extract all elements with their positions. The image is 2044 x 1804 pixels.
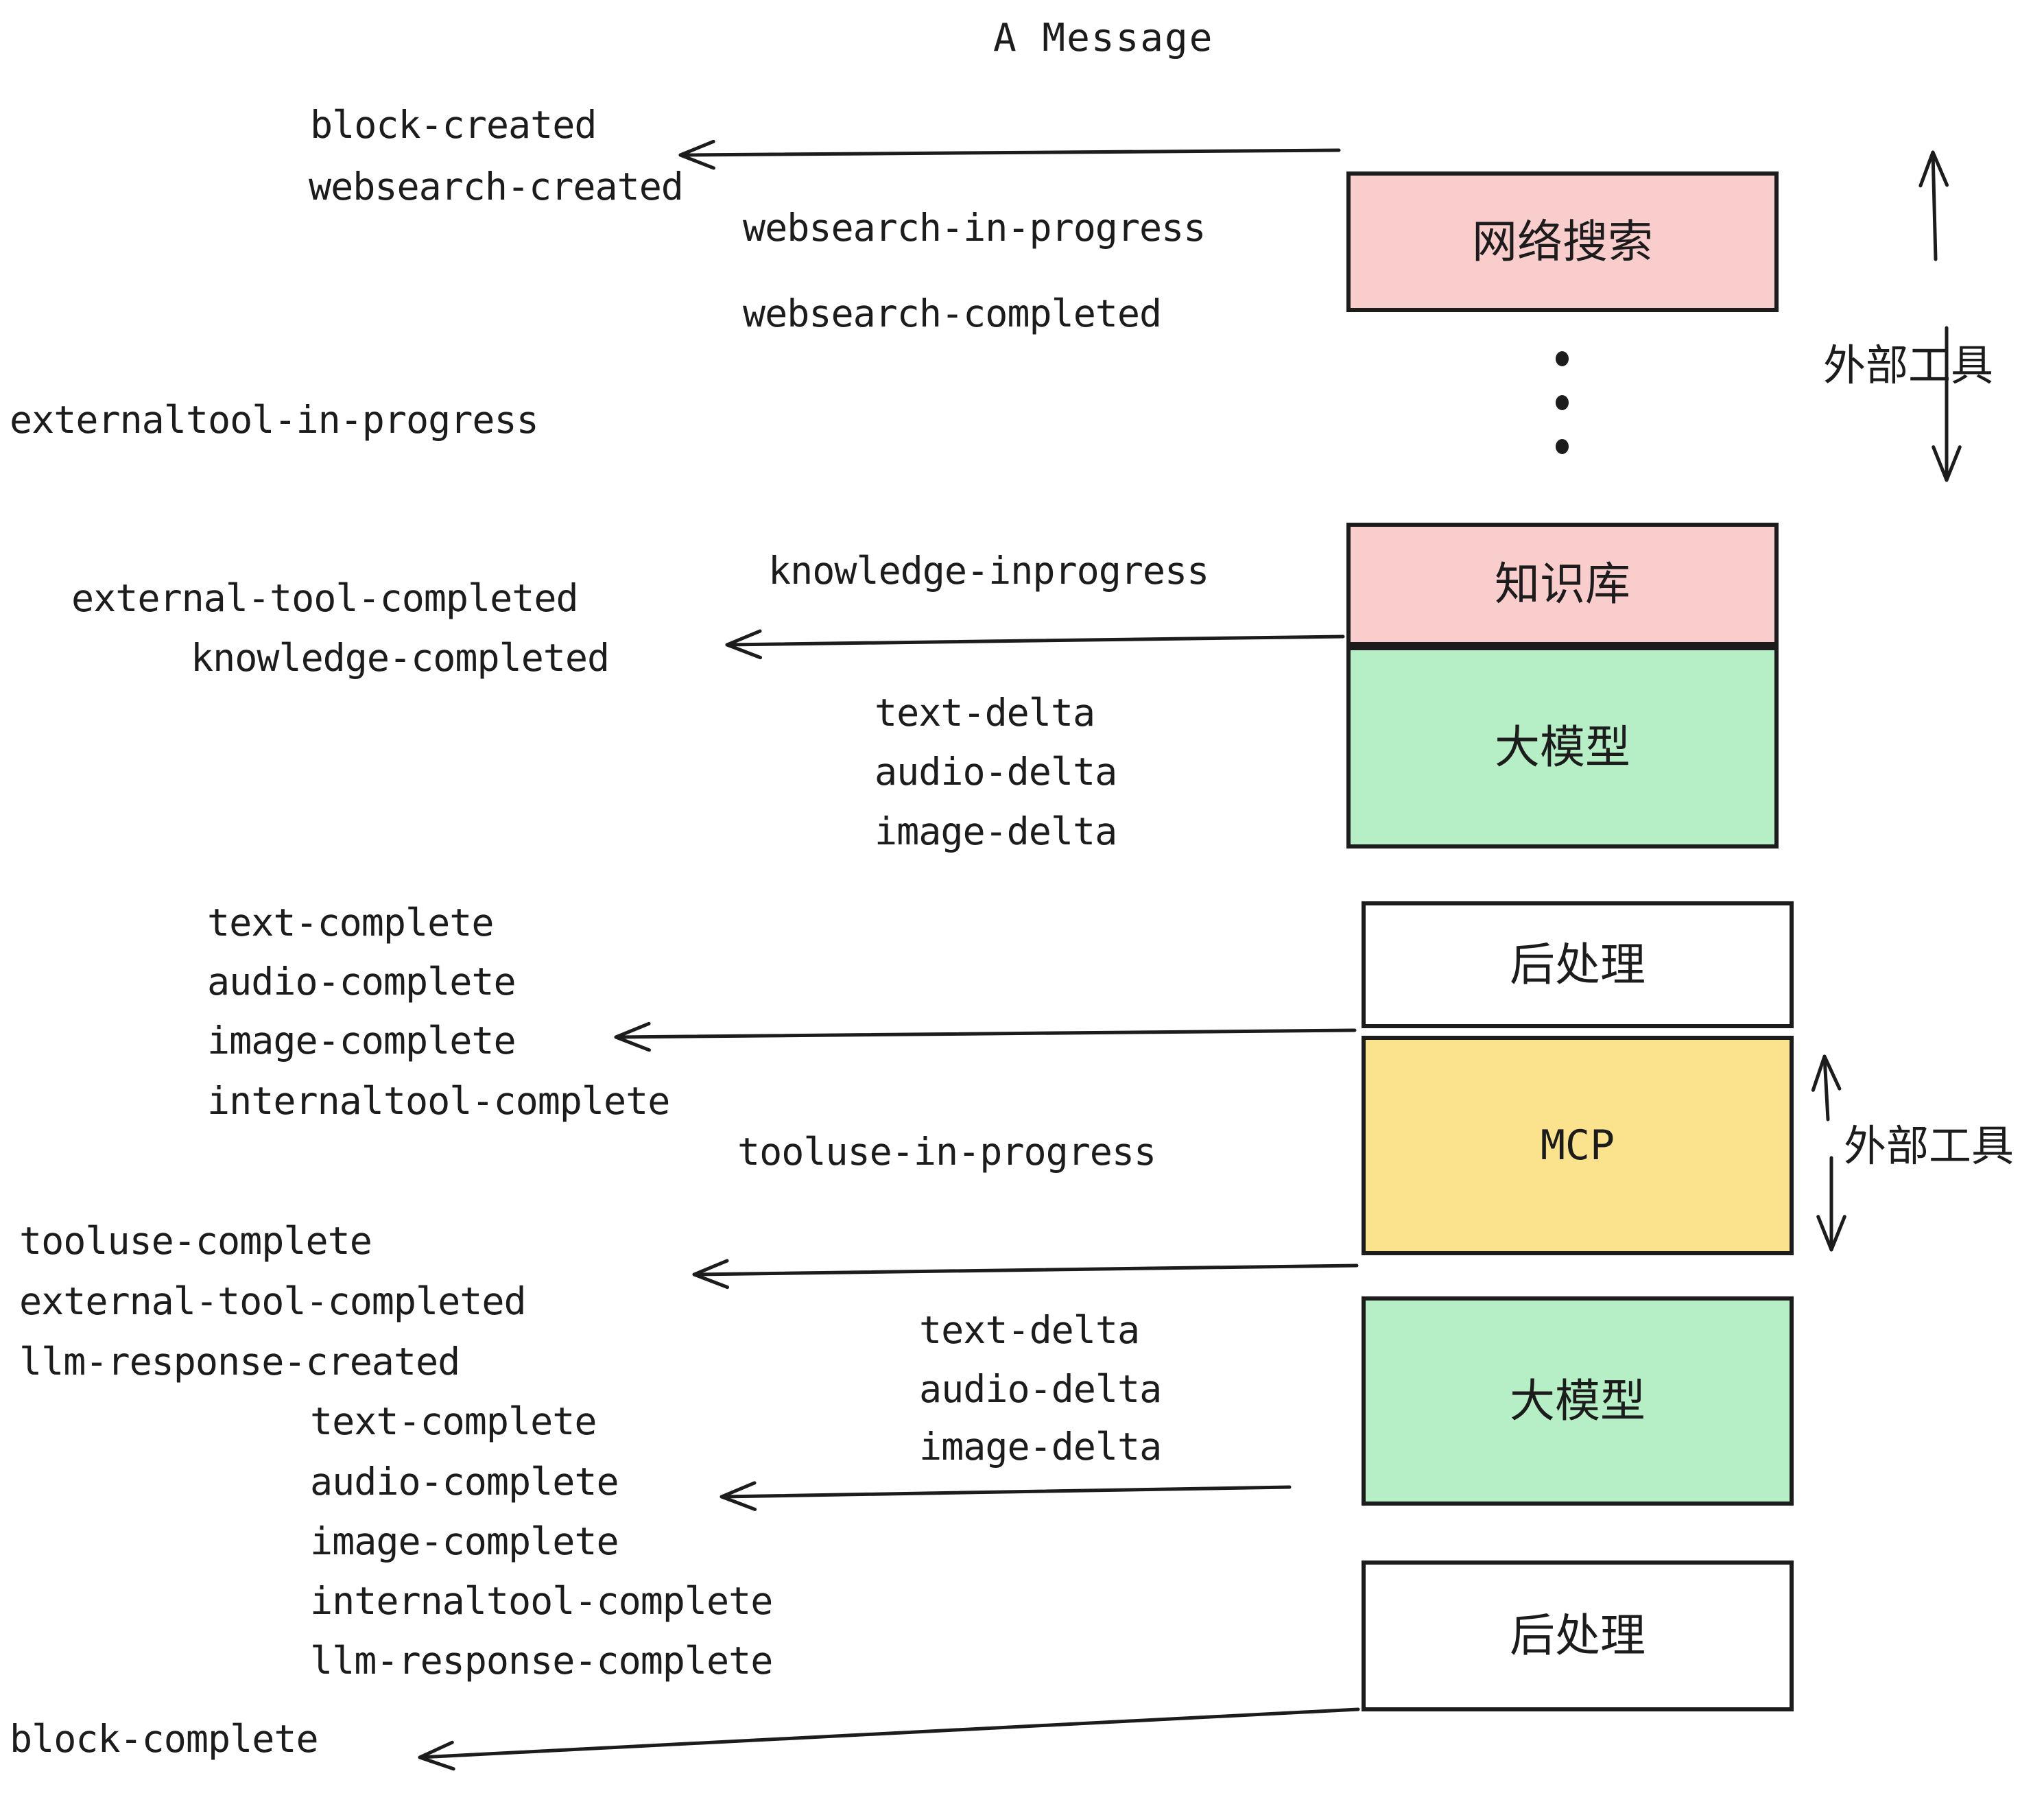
arrowhead-icon bbox=[1811, 1054, 1842, 1092]
process-box-label: 网络搜索 bbox=[1472, 215, 1653, 268]
arrow-block-complete bbox=[418, 1707, 1360, 1771]
process-box-mcp: MCP bbox=[1362, 1036, 1794, 1255]
process-box-label: MCP bbox=[1540, 1121, 1615, 1170]
event-label-llm-response-complete: llm-response-complete bbox=[310, 1639, 773, 1683]
event-label-audio-delta-1: audio-delta bbox=[875, 750, 1117, 794]
process-box-llm-2: 大模型 bbox=[1362, 1296, 1794, 1506]
event-label-tooluse-complete: tooluse-complete bbox=[19, 1219, 372, 1263]
event-label-externaltool-in-progress: externaltool-in-progress bbox=[10, 398, 539, 442]
event-label-text-complete-2: text-complete bbox=[310, 1399, 597, 1443]
event-label-audio-complete-1: audio-complete bbox=[207, 960, 516, 1004]
arrow-tooluse-complete bbox=[692, 1259, 1359, 1290]
arrowhead-icon bbox=[720, 1481, 757, 1511]
page-title: A Message bbox=[993, 16, 1214, 60]
event-label-image-complete-2: image-complete bbox=[310, 1519, 619, 1563]
event-label-websearch-created: websearch-created bbox=[309, 165, 684, 209]
dot-icon bbox=[1556, 351, 1569, 366]
arrowhead-icon bbox=[614, 1021, 651, 1052]
event-label-text-complete-1: text-complete bbox=[207, 901, 494, 945]
process-box-label: 后处理 bbox=[1510, 938, 1645, 991]
process-box-websearch: 网络搜索 bbox=[1346, 171, 1779, 312]
process-box-label: 大模型 bbox=[1510, 1374, 1645, 1427]
arrow-block-created bbox=[678, 139, 1341, 170]
event-label-internaltool-complete-2: internaltool-complete bbox=[310, 1579, 773, 1623]
process-box-label: 知识库 bbox=[1495, 558, 1630, 610]
arrowhead-icon bbox=[418, 1740, 455, 1771]
arrow-ext-tool-bottom-down bbox=[1816, 1156, 1846, 1252]
event-label-block-created: block-created bbox=[310, 103, 597, 147]
process-box-postprocess-1: 后处理 bbox=[1362, 901, 1794, 1028]
event-label-audio-complete-2: audio-complete bbox=[310, 1460, 619, 1504]
event-label-websearch-in-progress: websearch-in-progress bbox=[743, 206, 1206, 250]
annotation-external-tool-top: 外部工具 bbox=[1823, 340, 1994, 390]
arrow-knowledge-completed bbox=[725, 629, 1345, 660]
event-label-text-delta-1: text-delta bbox=[875, 691, 1095, 735]
arrow-audio-complete bbox=[720, 1481, 1292, 1511]
arrowhead-icon bbox=[1932, 445, 1962, 482]
arrow-ext-tool-bottom-up bbox=[1811, 1054, 1842, 1121]
event-label-internaltool-complete-1: internaltool-complete bbox=[207, 1079, 670, 1123]
event-label-tooluse-in-progress: tooluse-in-progress bbox=[737, 1130, 1156, 1174]
event-label-external-tool-completed-1: external-tool-completed bbox=[71, 576, 579, 620]
event-label-websearch-completed: websearch-completed bbox=[743, 292, 1162, 335]
event-label-knowledge-inprogress: knowledge-inprogress bbox=[768, 549, 1209, 593]
arrowhead-icon bbox=[1918, 150, 1949, 188]
event-label-image-complete-1: image-complete bbox=[207, 1019, 516, 1063]
event-label-image-delta-1: image-delta bbox=[875, 809, 1117, 853]
arrowhead-icon bbox=[1816, 1215, 1846, 1252]
event-label-external-tool-completed-2: external-tool-completed bbox=[19, 1279, 527, 1323]
arrowhead-icon bbox=[692, 1259, 730, 1290]
process-box-label: 后处理 bbox=[1510, 1609, 1645, 1662]
event-label-block-complete: block-complete bbox=[10, 1717, 319, 1761]
annotation-external-tool-bottom: 外部工具 bbox=[1844, 1121, 2015, 1171]
event-label-text-delta-2: text-delta bbox=[919, 1308, 1140, 1352]
event-label-knowledge-completed: knowledge-completed bbox=[191, 636, 610, 680]
arrow-ext-tool-top-up bbox=[1918, 150, 1949, 261]
arrowhead-icon bbox=[678, 139, 715, 170]
dot-icon bbox=[1556, 439, 1569, 454]
process-box-knowledge: 知识库 bbox=[1346, 523, 1779, 646]
vertical-ellipsis-icon bbox=[1556, 351, 1569, 454]
process-box-label: 大模型 bbox=[1495, 720, 1630, 774]
event-label-image-delta-2: image-delta bbox=[919, 1425, 1162, 1469]
arrow-image-complete bbox=[614, 1021, 1357, 1052]
dot-icon bbox=[1556, 395, 1569, 410]
event-label-audio-delta-2: audio-delta bbox=[919, 1367, 1162, 1411]
process-box-llm-1: 大模型 bbox=[1346, 646, 1779, 848]
arrowhead-icon bbox=[725, 629, 763, 660]
event-label-llm-response-created: llm-response-created bbox=[19, 1340, 460, 1384]
process-box-postprocess-2: 后处理 bbox=[1362, 1560, 1794, 1711]
